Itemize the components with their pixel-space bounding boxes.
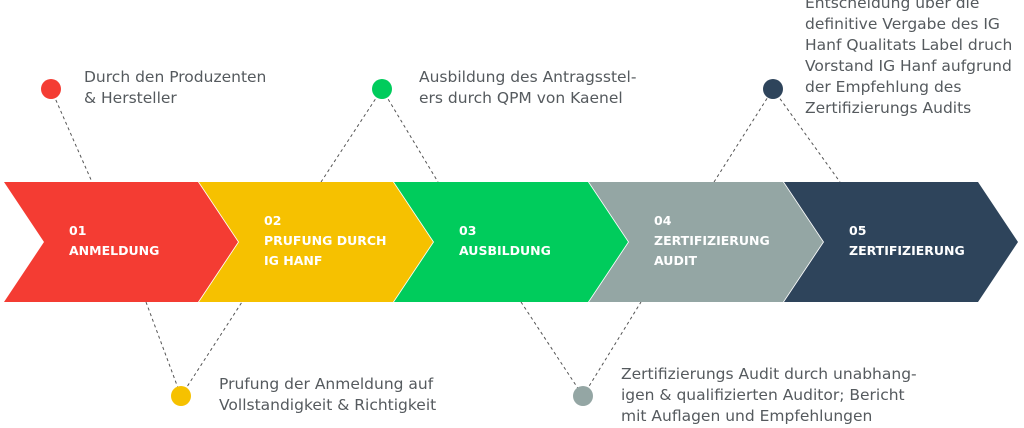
- step-label: ZERTIFIZIERUNG: [654, 233, 770, 248]
- note-line: Zertifizierungs Audits: [805, 99, 972, 117]
- note-line: Vollstandigkeit & Richtigkeit: [219, 396, 437, 414]
- marker-dot-green: [372, 79, 392, 99]
- step-chevron: [589, 182, 823, 302]
- connector-3a: [320, 88, 383, 183]
- step-number: 05: [849, 223, 866, 238]
- step-04: 04 ZERTIFIZIERUNG AUDIT: [589, 182, 823, 302]
- connector-1: [50, 88, 93, 183]
- step-label: AUDIT: [654, 253, 697, 268]
- step-number: 03: [459, 223, 476, 238]
- note-line: Hanf Qualitats Label druch: [805, 36, 1013, 54]
- connector-4b: [582, 301, 642, 397]
- step-chevron: [199, 182, 433, 302]
- connector-5b: [772, 88, 841, 183]
- marker-dot-gray: [573, 386, 593, 406]
- note-ausbildung: Ausbildung des Antragsstel- ers durch QP…: [419, 67, 719, 109]
- note-line: Prufung der Anmeldung auf: [219, 375, 434, 393]
- step-chevron: [784, 182, 1018, 302]
- note-audit: Zertifizierungs Audit durch unabhang- ig…: [621, 364, 1011, 427]
- step-03: 03 AUSBILDUNG: [394, 182, 628, 302]
- note-anmeldung: Durch den Produzenten & Hersteller: [84, 67, 314, 109]
- step-label: ANMELDUNG: [69, 243, 159, 258]
- note-zertifizierung: Entscheidung uber die definitive Vergabe…: [805, 0, 1024, 119]
- note-line: Ausbildung des Antragsstel-: [419, 68, 637, 86]
- connector-3b: [381, 88, 439, 183]
- marker-dot-navy: [763, 79, 783, 99]
- note-line: igen & qualifizierten Auditor; Bericht: [621, 386, 905, 404]
- step-number: 04: [654, 213, 672, 228]
- connector-4a: [520, 301, 584, 397]
- step-label: IG HANF: [264, 253, 322, 268]
- note-line: ers durch QPM von Kaenel: [419, 89, 623, 107]
- step-05: 05 ZERTIFIZIERUNG: [784, 182, 1018, 302]
- note-line: der Empfehlung des: [805, 78, 962, 96]
- step-02: 02 PRUFUNG DURCH IG HANF: [199, 182, 433, 302]
- connectors: [50, 88, 841, 397]
- note-line: Vorstand IG Hanf aufgrund: [805, 57, 1012, 75]
- connector-2b: [180, 301, 243, 397]
- connector-2a: [145, 301, 182, 397]
- marker-dot-red: [41, 79, 61, 99]
- step-chevron: [4, 182, 238, 302]
- note-line: Zertifizierungs Audit durch unabhang-: [621, 365, 917, 383]
- marker-dot-yellow: [171, 386, 191, 406]
- step-label: AUSBILDUNG: [459, 243, 551, 258]
- step-number: 01: [69, 223, 86, 238]
- note-line: Entscheidung uber die: [805, 0, 980, 12]
- step-number: 02: [264, 213, 281, 228]
- note-line: & Hersteller: [84, 89, 177, 107]
- note-prufung: Prufung der Anmeldung auf Vollstandigkei…: [219, 374, 519, 416]
- note-line: definitive Vergabe des IG: [805, 15, 1000, 33]
- note-line: Durch den Produzenten: [84, 68, 267, 86]
- step-label: PRUFUNG DURCH: [264, 233, 387, 248]
- step-01: 01 ANMELDUNG: [4, 182, 238, 302]
- connector-5a: [713, 88, 774, 183]
- step-label: ZERTIFIZIERUNG: [849, 243, 965, 258]
- step-chevron: [394, 182, 628, 302]
- note-line: mit Auflagen und Empfehlungen: [621, 407, 873, 425]
